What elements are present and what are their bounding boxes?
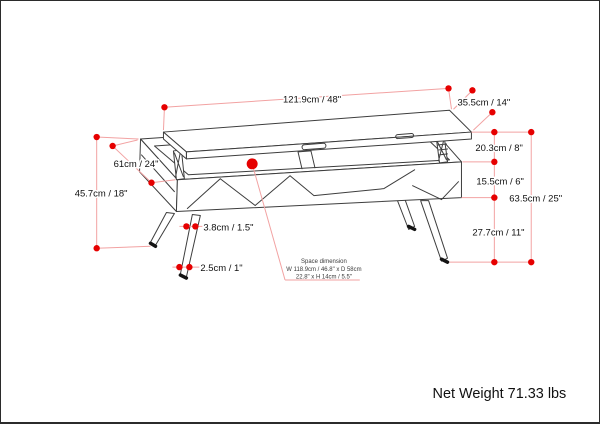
left-face-shelf-line (141, 154, 175, 193)
front-mosaic-pattern (186, 169, 459, 210)
label-leg-top-width: 3.8cm / 1.5" (203, 222, 253, 233)
table-legs (148, 198, 450, 280)
center-marker-dot (246, 158, 258, 170)
label-total-lifted-height: 63.5cm / 25" (509, 194, 562, 205)
dimension-marker-dots (93, 85, 535, 271)
label-leg-height: 27.7cm / 11" (472, 227, 524, 238)
top-detail-groove (395, 133, 415, 140)
space-note-line2: 22.8" x H 14cm / 5.5" (296, 275, 352, 281)
space-dimension-note: Space dimension W 118.9cm / 46.8" x D 58… (285, 258, 362, 281)
label-opening-height: 15.5cm / 6" (476, 177, 524, 188)
space-note-title: Space dimension (301, 259, 347, 265)
space-note-line1: W 118.9cm / 46.8" x D 58cm (286, 267, 361, 273)
label-top-depth: 35.5cm / 14" (457, 97, 510, 108)
dimension-lines (96, 87, 533, 281)
label-lift-height: 20.3cm / 8" (475, 143, 523, 154)
label-leg-bottom-width: 2.5cm / 1" (200, 263, 242, 274)
dimension-labels: 121.9cm / 48" 35.5cm / 14" 61cm / 24" 45… (73, 93, 563, 276)
label-top-width: 121.9cm / 48" (283, 94, 341, 105)
lift-tabletop (162, 109, 472, 160)
furniture-drawing (139, 109, 472, 280)
label-closed-height: 45.7cm / 18" (75, 189, 128, 200)
opening-divider (297, 150, 316, 170)
label-cabinet-depth: 61cm / 24" (114, 159, 159, 170)
top-handle-groove (301, 142, 327, 151)
net-weight-label: Net Weight 71.33 lbs (433, 386, 567, 402)
